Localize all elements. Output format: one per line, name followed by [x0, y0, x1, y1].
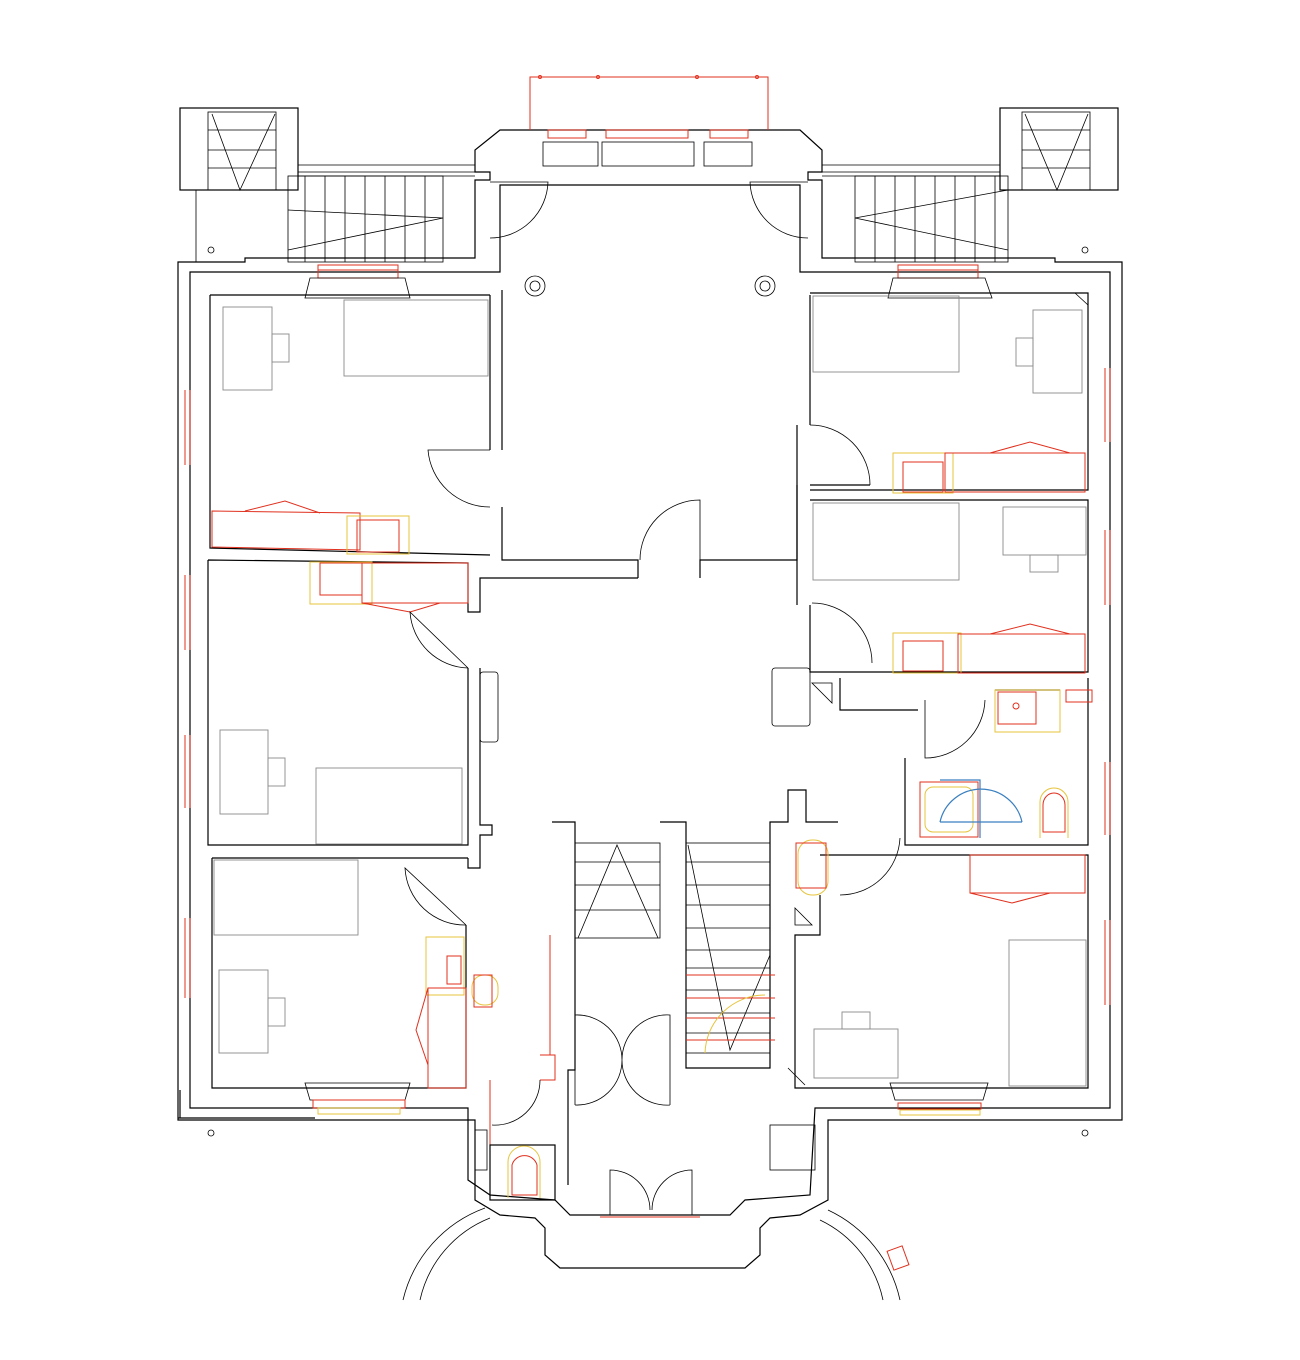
bathroom-east — [771, 667, 1111, 846]
central-hall — [489, 181, 811, 578]
room-east — [796, 485, 1111, 674]
wc-south — [471, 974, 556, 1201]
terrace-arcs — [402, 1124, 910, 1301]
room-north-west — [184, 264, 491, 556]
north-east-stair — [822, 107, 1119, 263]
room-south-west — [184, 857, 468, 1115]
south-stairs — [489, 789, 838, 1218]
north-bay — [529, 75, 769, 167]
room-north-east — [809, 264, 1111, 494]
room-west — [184, 559, 638, 869]
room-south-east — [207, 837, 1111, 1137]
north-west-stair — [179, 107, 475, 263]
exterior-walls — [177, 129, 1123, 1269]
